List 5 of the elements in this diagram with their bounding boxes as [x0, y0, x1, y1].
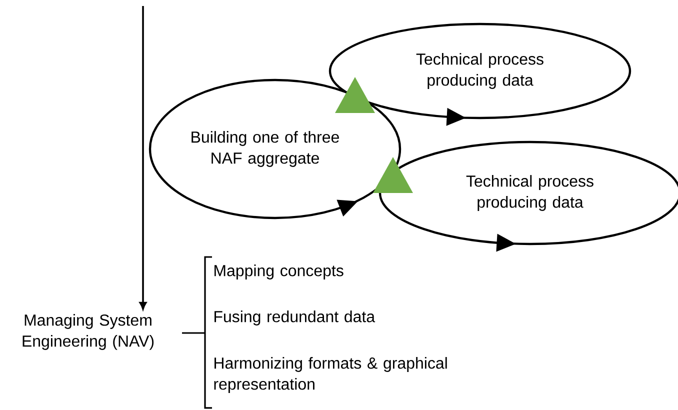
list-item: Mapping concepts [214, 264, 344, 280]
arrow [139, 6, 147, 310]
node-text: Managing System Engineering (NAV) [22, 314, 154, 350]
list-item: Fusing redundant data [214, 310, 376, 326]
list-item: Harmonizing formats & graphical representation [214, 357, 447, 393]
